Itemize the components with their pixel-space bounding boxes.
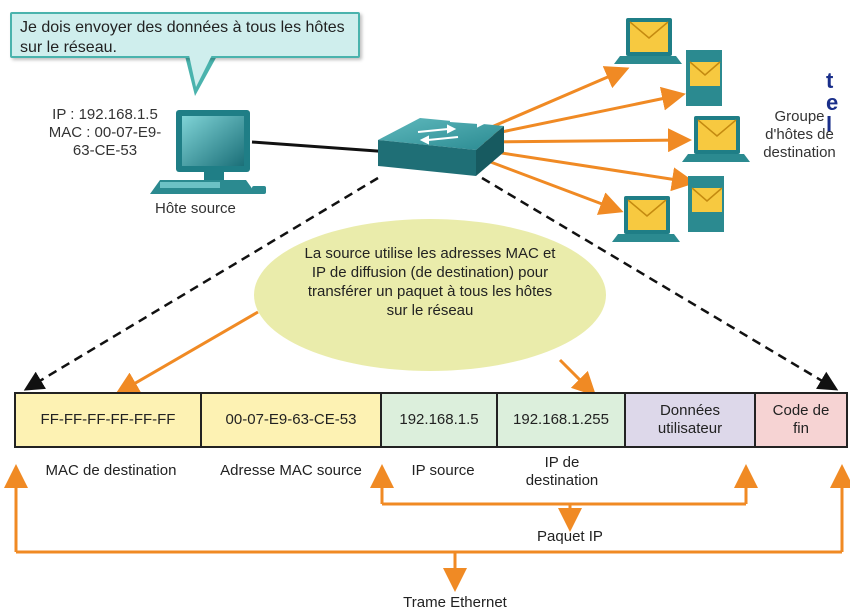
trailer-line2: fin <box>793 420 809 437</box>
src-mac-value: 00-07-E9-63-CE-53 <box>225 411 357 428</box>
ethernet-frame-bracket <box>3 464 850 592</box>
switch-icon <box>378 118 504 176</box>
dest-server-2-icon <box>688 176 724 232</box>
ellipse-arrow-mac <box>114 310 259 396</box>
source-host-info: IP : 192.168.1.5 MAC : 00-07-E9- 63-CE-5… <box>30 106 180 160</box>
user-data-line1: Données <box>659 402 721 419</box>
label-src-mac: Adresse MAC source <box>220 462 362 479</box>
label-ethernet-frame: Trame Ethernet <box>403 594 507 611</box>
network-link <box>251 140 391 154</box>
frame-cell-src-ip: 192.168.1.5 <box>382 394 498 446</box>
ellipse-text: La source utilise les adresses MAC et IP… <box>304 245 556 319</box>
callout-bubble: Je dois envoyer des données à tous les h… <box>10 12 360 58</box>
source-host-label: Hôte source <box>155 200 236 217</box>
label-dest-mac: MAC de destination <box>45 462 177 479</box>
frame-cell-dest-mac: FF-FF-FF-FF-FF-FF <box>16 394 202 446</box>
group-label-line3: destination <box>763 144 836 161</box>
source-ip: IP : 192.168.1.5 <box>52 106 158 123</box>
dest-ip-value: 192.168.1.255 <box>513 411 609 428</box>
source-mac-line1: MAC : 00-07-E9- <box>48 124 162 141</box>
label-dest-ip-line1: IP de <box>544 454 580 471</box>
source-mac-line2: 63-CE-53 <box>72 142 138 159</box>
dashed-arrow-left <box>23 176 379 391</box>
dashed-arrow-right <box>481 176 839 391</box>
label-dest-ip-line2: destination <box>525 472 599 489</box>
group-label-line1: Groupe <box>774 108 825 125</box>
user-data-line2: utilisateur <box>657 420 723 437</box>
callout-text: Je dois envoyer des données à tous les h… <box>20 19 345 56</box>
broadcast-arrows <box>479 66 696 215</box>
dest-mac-value: FF-FF-FF-FF-FF-FF <box>40 411 176 428</box>
ethernet-frame: FF-FF-FF-FF-FF-FF 00-07-E9-63-CE-53 192.… <box>14 392 848 448</box>
dest-computer-3-icon <box>612 196 680 242</box>
clipped-edge-text: t e l <box>826 70 839 136</box>
trailer-line1: Code de <box>772 402 830 419</box>
frame-cell-src-mac: 00-07-E9-63-CE-53 <box>202 394 382 446</box>
destination-group-label: Groupe d'hôtes de destination <box>752 108 847 162</box>
src-ip-value: 192.168.1.5 <box>399 411 479 428</box>
dest-computer-1-icon <box>614 18 682 64</box>
frame-cell-dest-ip: 192.168.1.255 <box>498 394 626 446</box>
broadcast-ellipse <box>254 219 606 371</box>
callout-tail-inner <box>189 55 212 87</box>
group-label-line2: d'hôtes de <box>765 126 834 143</box>
dest-server-1-icon <box>686 50 722 106</box>
ellipse-arrow-ip <box>558 358 597 397</box>
ip-packet-bracket <box>370 464 758 532</box>
source-computer-icon <box>150 110 266 194</box>
label-src-ip: IP source <box>411 462 475 479</box>
label-dest-ip: IP de destination <box>500 454 624 490</box>
dest-computer-2-icon <box>682 116 750 162</box>
label-ip-packet: Paquet IP <box>537 528 603 545</box>
